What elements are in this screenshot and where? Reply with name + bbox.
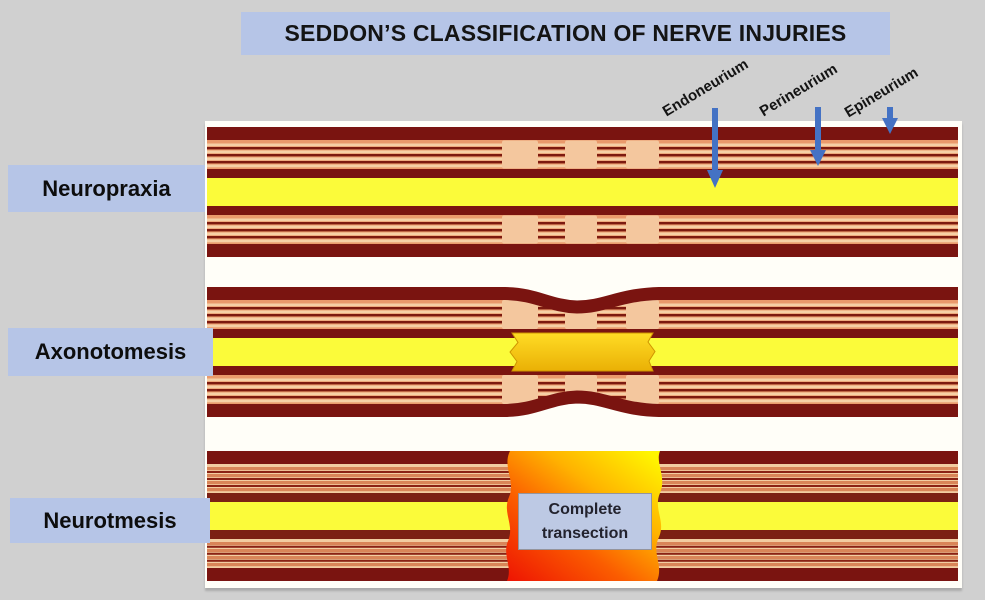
complete-transection-label: Complete transection	[518, 493, 652, 550]
perineurium-arrow-icon	[810, 107, 826, 166]
segmental-demyelination-blocks	[502, 140, 659, 244]
arrow-shaft	[887, 107, 893, 118]
row-label-neurotmesis: Neurotmesis	[10, 498, 210, 543]
axon-band	[207, 178, 958, 206]
row-label-axonotomesis: Axonotomesis	[8, 328, 213, 376]
arrow-head	[707, 170, 723, 188]
arrow-shaft	[712, 108, 718, 170]
endoneurium-label: Endoneurium	[659, 55, 752, 121]
perineurium-label: Perineurium	[756, 60, 841, 121]
arrow-shaft	[815, 107, 821, 150]
neuropraxia-nerve-diagram	[207, 127, 958, 257]
arrow-head	[810, 150, 826, 166]
endoneurium-arrow-icon	[707, 108, 723, 188]
arrow-head	[882, 118, 898, 134]
epineurium-constriction-top	[207, 287, 958, 314]
axonotomesis-nerve-diagram	[207, 287, 958, 417]
page-title: SEDDON’S CLASSIFICATION OF NERVE INJURIE…	[241, 12, 890, 55]
epineurium-arrow-icon	[882, 107, 898, 134]
row-label-neuropraxia: Neuropraxia	[8, 165, 205, 212]
damaged-axon-segment	[509, 332, 656, 372]
epineurium-constriction-bottom	[207, 390, 958, 417]
